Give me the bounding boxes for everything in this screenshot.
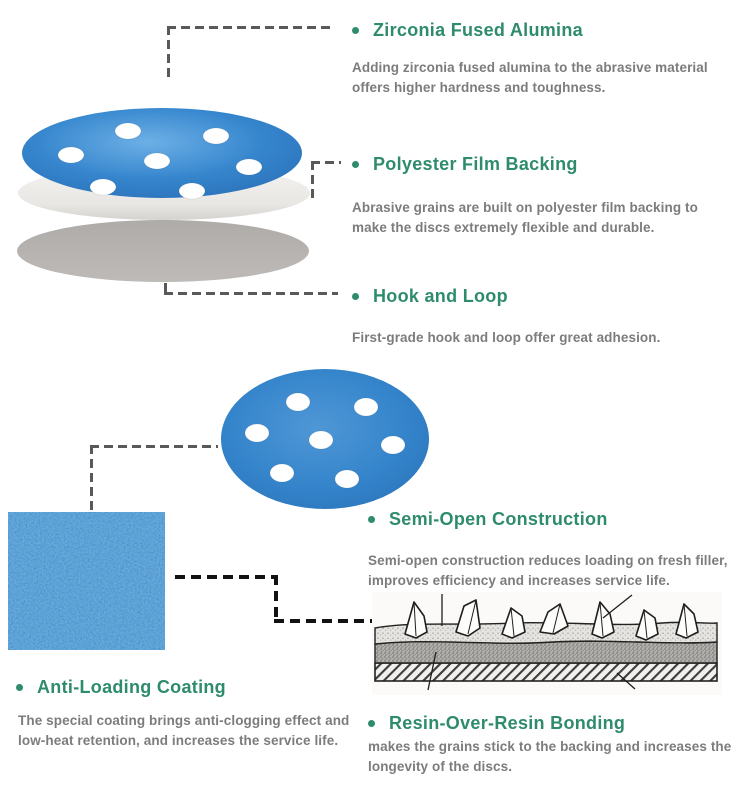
- feature-heading: Semi-Open Construction: [368, 509, 608, 530]
- abrasive-disc-top: [22, 108, 302, 198]
- feature-body: The special coating brings anti-clogging…: [18, 713, 350, 748]
- feature-section-hook-loop: Hook and Loop: [352, 286, 508, 307]
- bullet-icon: [16, 684, 23, 691]
- connector-semiopen-horizontal: [90, 445, 218, 448]
- feature-heading: Hook and Loop: [352, 286, 508, 307]
- bullet-icon: [368, 720, 375, 727]
- sketch-leader-lines: [427, 594, 636, 691]
- feature-body: Abrasive grains are built on polyester f…: [352, 200, 698, 235]
- feature-heading: Zirconia Fused Alumina: [352, 20, 583, 41]
- feature-title: Zirconia Fused Alumina: [373, 20, 583, 40]
- bullet-icon: [368, 516, 375, 523]
- feature-title: Anti-Loading Coating: [37, 677, 226, 697]
- feature-title: Polyester Film Backing: [373, 154, 578, 174]
- feature-heading: Resin-Over-Resin Bonding: [368, 713, 625, 734]
- feature-body: First-grade hook and loop offer great ad…: [352, 330, 661, 345]
- bullet-icon: [352, 293, 359, 300]
- hook-loop-layer: [17, 220, 309, 282]
- connector-polyester-vertical: [311, 161, 314, 203]
- connector-hook-horizontal: [164, 292, 338, 295]
- disc-layers-figure: [17, 108, 310, 282]
- coating-texture-figure: [8, 512, 165, 650]
- bullet-icon: [352, 161, 359, 168]
- connector-polyester-horizontal: [311, 161, 341, 164]
- feature-title: Hook and Loop: [373, 286, 508, 306]
- feature-body: makes the grains stick to the backing an…: [368, 739, 732, 774]
- feature-title: Resin-Over-Resin Bonding: [389, 713, 626, 733]
- grain-bonding-sketch: [372, 592, 722, 695]
- connector-hook-vertical: [164, 283, 167, 295]
- feature-section-semiopen: Semi-Open Construction: [368, 509, 608, 530]
- connector-semiopen-vertical: [90, 445, 93, 511]
- feature-heading: Anti-Loading Coating: [16, 677, 226, 698]
- disc-holes: [244, 392, 406, 489]
- connector-zirconia-vertical: [167, 26, 170, 81]
- sketch-grain-facets: [413, 599, 688, 639]
- bullet-icon: [352, 27, 359, 34]
- sketch-backing-band: [374, 662, 718, 682]
- connector-zirconia-horizontal: [167, 26, 335, 29]
- connector-resin-horizontal-2: [274, 619, 373, 623]
- sanding-disc-figure: [221, 369, 429, 509]
- feature-body: Adding zirconia fused alumina to the abr…: [352, 60, 708, 95]
- disc-holes: [57, 122, 263, 200]
- sketch-resin-band: [374, 640, 718, 664]
- feature-body: Semi-open construction reduces loading o…: [368, 553, 728, 588]
- sketch-grains: [404, 599, 699, 641]
- feature-section-antiloading: Anti-Loading Coating: [16, 677, 226, 698]
- feature-section-zirconia: Zirconia Fused Alumina: [352, 20, 583, 41]
- feature-section-polyester: Polyester Film Backing: [352, 154, 578, 175]
- feature-section-resin: Resin-Over-Resin Bonding: [368, 713, 625, 734]
- connector-resin-horizontal-1: [175, 575, 278, 579]
- connector-resin-vertical: [274, 575, 278, 623]
- coating-grain-dark: [8, 512, 165, 650]
- feature-title: Semi-Open Construction: [389, 509, 608, 529]
- feature-heading: Polyester Film Backing: [352, 154, 578, 175]
